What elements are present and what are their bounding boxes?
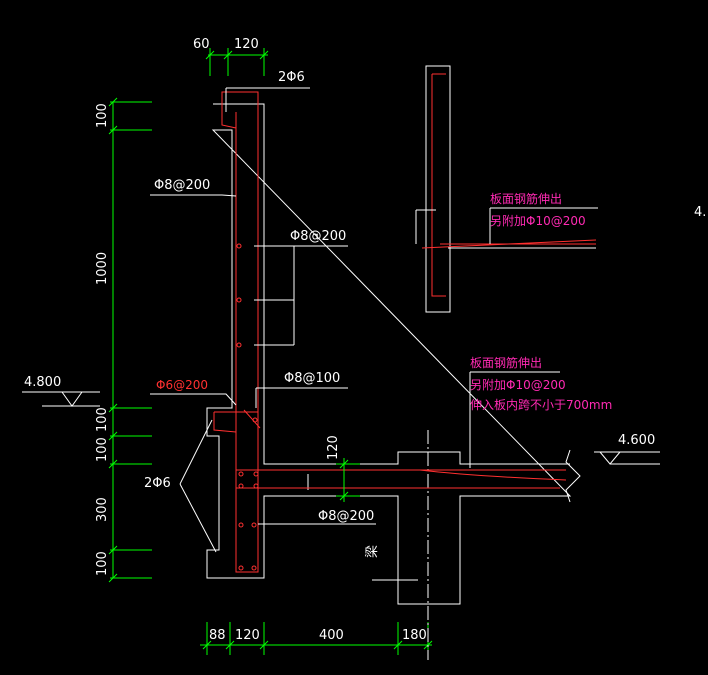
label-left-2phi6: 2Φ6 <box>144 476 171 491</box>
label-top-2phi6: 2Φ6 <box>278 70 305 85</box>
slab-note-line3: 伸入板内跨不小于700mm <box>470 398 612 412</box>
label-phi8-100: Φ8@100 <box>284 371 340 386</box>
rebar-parapet-inner <box>221 110 237 465</box>
slab-thickness-dim: 120 <box>326 435 360 502</box>
rebar-dots <box>236 243 259 571</box>
detail-note-line1: 板面钢筋伸出 <box>490 191 562 206</box>
rebar-group <box>213 91 567 573</box>
rebar-parapet-outer <box>221 91 566 471</box>
slab-note-line1: 板面钢筋伸出 <box>470 355 542 370</box>
label-phi8-200-a: Φ8@200 <box>154 178 210 193</box>
label-beam: 梁 <box>365 545 380 558</box>
elevation-right-value: 4.600 <box>618 433 655 448</box>
rebar-lower-stirrup <box>213 411 259 573</box>
top-dim-60: 60 <box>193 37 210 52</box>
elevation-left-value: 4.800 <box>24 375 61 390</box>
elevation-right: 4.600 <box>594 433 660 465</box>
top-dim-120: 120 <box>234 37 259 52</box>
left-dim-100-a: 100 <box>95 407 110 432</box>
top-dimension-group: 60 120 <box>193 37 269 76</box>
slab-note: 板面钢筋伸出 另附加Φ10@200 伸入板内跨不小于700mm <box>469 355 612 468</box>
left-dim-1000: 1000 <box>95 252 110 285</box>
elevation-left: 4.800 <box>22 375 100 407</box>
slab-note-line2: 另附加Φ10@200 <box>470 378 566 392</box>
bottom-dim-120: 120 <box>235 628 260 643</box>
left-dim-100-bottom: 100 <box>95 551 110 576</box>
rebar-hook-left <box>243 409 261 429</box>
bottom-dim-400: 400 <box>319 628 344 643</box>
detail-rebar-vertical <box>431 73 446 297</box>
main-section-outline <box>206 103 572 605</box>
label-phi8-200-c: Φ8@200 <box>318 509 374 524</box>
detail-rebar-slab <box>421 239 597 249</box>
label-phi6-200: Φ6@200 <box>156 378 208 392</box>
bottom-dimension-group: 88 120 400 180 <box>200 622 433 655</box>
bottom-dim-88: 88 <box>209 628 226 643</box>
detail-note-line2: 另附加Φ10@200 <box>490 214 586 228</box>
break-line <box>565 449 581 503</box>
slab-dim-120: 120 <box>326 435 341 460</box>
concrete-outline <box>206 103 581 660</box>
detail-sketch: 板面钢筋伸出 另附加Φ10@200 <box>415 65 598 313</box>
left-dim-100-b: 100 <box>95 437 110 462</box>
edge-text-fragment: 4. <box>694 205 706 220</box>
bottom-dim-180: 180 <box>402 628 427 643</box>
left-dim-100-top: 100 <box>95 103 110 128</box>
left-dim-300: 300 <box>95 497 110 522</box>
rebar-slab-top <box>236 469 567 481</box>
left-dimension-group: 100 1000 100 100 300 100 <box>95 97 152 583</box>
label-phi8-200-b: Φ8@200 <box>290 229 346 244</box>
annotation-group: 2Φ6 Φ8@200 Φ8@200 Φ6@200 Φ8@100 2Φ6 Φ8@2… <box>144 70 418 581</box>
